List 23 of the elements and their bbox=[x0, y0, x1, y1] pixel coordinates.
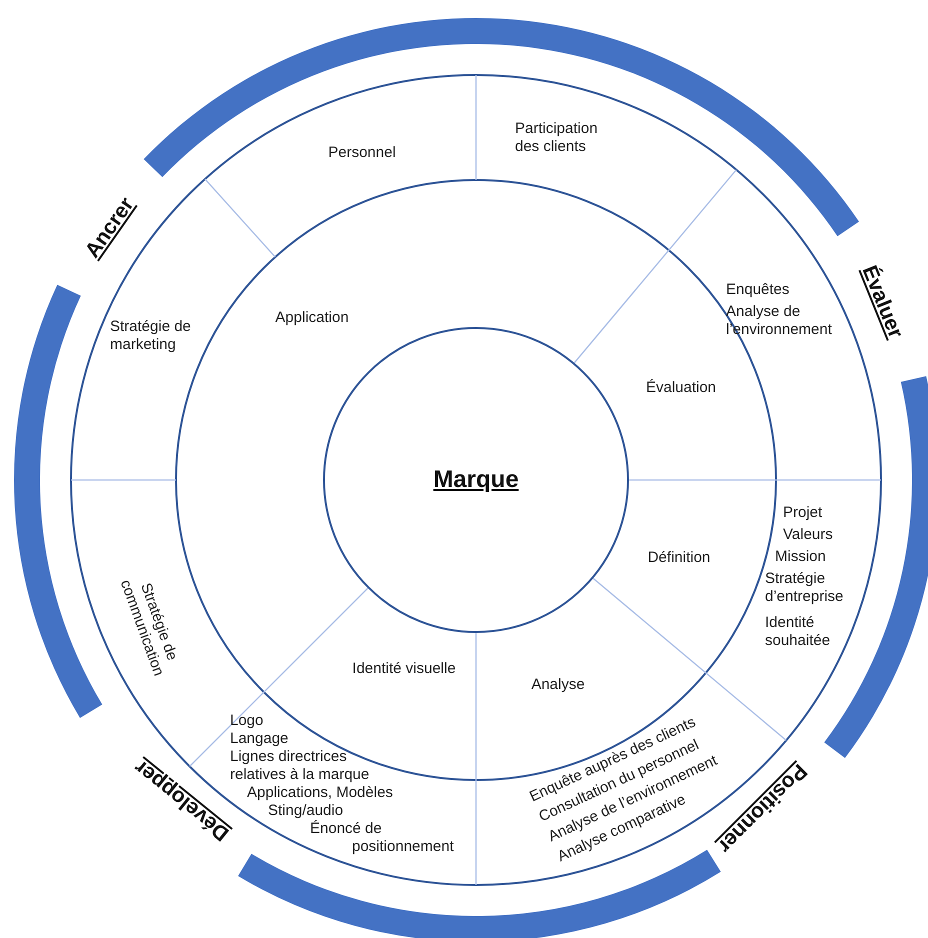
center-title: Marque bbox=[433, 466, 519, 494]
list-item: Valeurs bbox=[783, 526, 833, 544]
segment-label: Définition bbox=[648, 549, 710, 567]
list-item: Énoncé de positionnement bbox=[310, 820, 455, 856]
segment-label: Participation des clients bbox=[515, 120, 599, 156]
list-item: Langage bbox=[230, 730, 288, 748]
list-item: Mission bbox=[775, 548, 826, 566]
segment-label: Identité visuelle bbox=[352, 660, 456, 678]
arc-band bbox=[14, 284, 102, 718]
list-item: Lignes directrices relatives à la marque bbox=[230, 748, 370, 784]
segment-label: Stratégie de marketing bbox=[110, 318, 192, 354]
segment-label: Évaluation bbox=[646, 379, 716, 397]
list-item: Stratégie d’entreprise bbox=[765, 570, 844, 606]
segment-label: Analyse bbox=[531, 676, 585, 694]
segment-label: Personnel bbox=[328, 144, 396, 162]
list-item: Sting/audio bbox=[268, 802, 344, 820]
list-item: Enquêtes bbox=[726, 281, 790, 299]
segment-label: Application bbox=[275, 309, 349, 327]
list-item: Projet bbox=[783, 504, 822, 522]
list-item: Applications, Modèles bbox=[247, 784, 393, 802]
list-item: Identité souhaitée bbox=[765, 614, 832, 650]
arc-band bbox=[144, 18, 860, 236]
list-item: Logo bbox=[230, 712, 264, 730]
